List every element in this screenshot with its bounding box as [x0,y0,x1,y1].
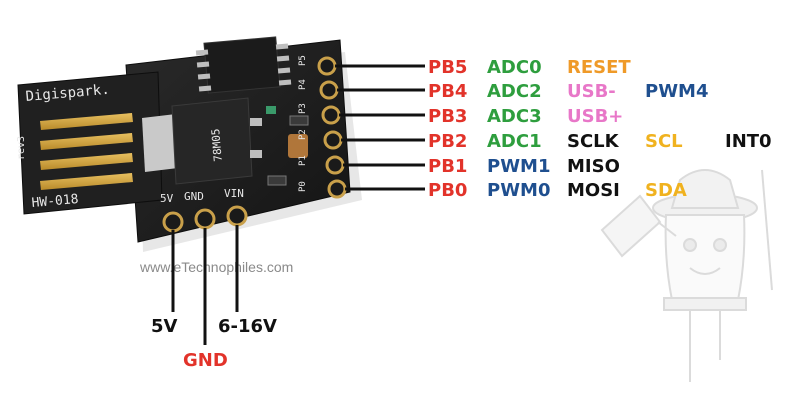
pin-func-usb-plus: USB+ [567,106,623,127]
pin-func-adc1: ADC1 [487,131,542,152]
power-label-vin: 6-16V [218,316,277,337]
digispark-board: Digispark. HW-018 rev3 78M05 [16,36,362,252]
pin-func-usb-minus: USB- [567,81,616,102]
power-label-gnd: GND [183,350,228,371]
pin-silk-label: P4 [298,79,308,90]
pad-pb0 [327,179,347,199]
usb-contact [40,113,133,130]
board-rev-text: rev3 [16,136,27,160]
pin-name-pb4: PB4 [428,81,467,102]
pad-5v [162,211,184,233]
pin-silk-label: P0 [298,181,308,192]
board-model-text: HW-018 [31,192,79,211]
pin-func-mosi: MOSI [567,180,620,201]
power-silk-vin: VIN [224,187,244,200]
pin-func-scl: SCL [645,131,683,152]
smd-led [266,106,276,114]
usb-contact [40,153,133,170]
pin-name-pb1: PB1 [428,156,467,177]
capacitor [288,134,308,158]
pad-gnd [194,208,216,230]
board-brand-text: Digispark. [25,82,110,105]
pin-func-pwm1: PWM1 [487,156,550,177]
power-labels: 5V GND 6-16V [151,316,277,371]
pin-name-pb2: PB2 [428,131,467,152]
pin-silk-labels: P5 P4 P3 P2 P1 P0 [298,55,308,192]
voltage-regulator: 78M05 [142,97,262,185]
pin-func-sclk: SCLK [567,131,620,152]
power-silk-gnd: GND [184,190,204,203]
pin-func-miso: MISO [567,156,620,177]
usb-contact [40,173,133,190]
pin-silk-label: P1 [298,155,308,166]
led-mascot-icon [600,169,773,382]
resistor [267,175,287,186]
pad-pb4 [319,80,339,100]
pin-name-pb3: PB3 [428,106,467,127]
pad-vin [226,205,248,227]
pad-pb3 [321,105,341,125]
resistor [289,115,309,126]
pin-labels: PB5 ADC0 RESET PB4 ADC2 USB- PWM4 PB3 AD… [428,57,772,201]
regulator-chip-text: 78M05 [209,128,225,162]
pin-func-pwm4: PWM4 [645,81,708,102]
pin-func-reset: RESET [567,57,631,78]
pin-name-pb0: PB0 [428,180,467,201]
pad-pb2 [323,130,343,150]
pin-silk-label: P5 [298,55,308,66]
power-silk-5v: 5V [160,192,174,205]
usb-contact [40,133,133,150]
watermark-text: www.eTechnophiles.com [139,259,293,275]
pin-silk-label: P2 [298,129,308,140]
pin-func-int0: INT0 [725,131,772,152]
pin-func-pwm0: PWM0 [487,180,550,201]
pin-leader-lines [171,64,425,345]
pad-pb5 [317,56,337,76]
pin-func-sda: SDA [645,180,687,201]
pin-func-adc2: ADC2 [487,81,542,102]
pin-silk-label: P3 [298,103,308,114]
power-label-5v: 5V [151,316,178,337]
attiny85-chip [195,36,292,94]
pad-pb1 [325,155,345,175]
pin-func-adc3: ADC3 [487,106,542,127]
pin-func-adc0: ADC0 [487,57,542,78]
pin-name-pb5: PB5 [428,57,467,78]
